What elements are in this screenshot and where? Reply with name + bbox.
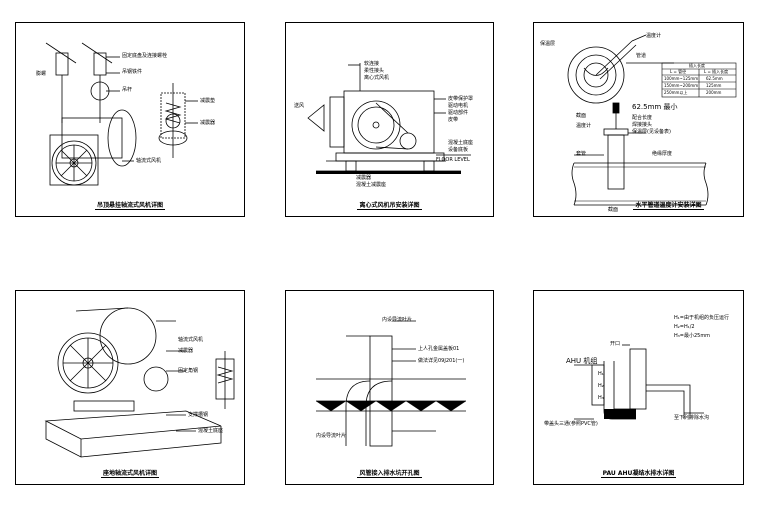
caption-condensate-drain: PAU AHU凝结水排水详图 [600,470,677,478]
label-reg: 套管 [576,151,587,157]
label-base: 驱动部件 [448,110,469,116]
label-note1: 配合长度 [632,115,653,121]
label-sleeve: 上人孔金属盖板01 [418,346,460,352]
panel-thermometer: 保温层 温度计 管道 插入长度 L = 管径 L = 插入长度 100mm~12… [533,22,744,217]
floor-axial-fan-drawing [44,307,235,458]
label-spring: 减震器 [200,120,216,126]
label-outlet: 送风 [294,103,305,109]
label-level: 设备底板 [448,147,469,153]
label-h3: H₃ [598,395,604,401]
panel-duct-opening: 内设导流叶片 上人孔金属盖板01 做法详见09J201(一) 内设导流叶片 风管… [285,290,494,485]
label-rod-right: 吊钢铁件 [122,69,143,75]
label-bracket: 支撑槽钢 [188,412,209,418]
label-drain: 至下列排除水沟 [674,415,710,421]
label-table-title: 插入长度 [689,63,705,68]
label-base: 混凝土底座 [198,428,224,434]
label-fan: 轴流式风机 [136,158,162,164]
label-bolt-cap: 固定底盘及连接螺栓 [122,53,168,59]
label-spring-top: 吊杆 [122,87,133,93]
label-ins-thick: 绝缘厚度 [652,151,673,157]
label-sensor: 温度计 [576,123,592,129]
label-dim: 62.5mm 最小 [632,103,678,111]
label-insulation: 保温层 [540,41,556,47]
label-fan: 轴流式风机 [178,337,204,343]
label-anchor: 固定角钢 [178,368,199,374]
condensate-drain-drawing [574,344,704,420]
caption-floor-axial-fan: 座地轴流式风机详图 [100,470,159,478]
label-floor: FLOOR LEVEL [436,157,470,163]
panel-centrifugal-fan: 软连接 柔性接头 离心式风机 送风 皮带保护罩 驱动电机 驱动部件 皮带 混凝土… [285,22,494,217]
label-table-r0c0: 100mm~125mm [664,76,699,81]
label-unit: AHU 机组 [566,357,598,365]
ceiling-axial-fan-drawing [45,42,198,186]
label-tee: 带盖头三通(参照PVC管) [544,421,598,427]
label-legend1: H₁=由于机组的负压运行 [674,315,729,321]
label-table-r2c1: 200mm [706,90,722,95]
panel-ceiling-axial-fan: 固定底盘及连接螺栓 膨螺 吊钢铁件 吊杆 减震垫 减震器 轴流式风机 吊顶悬挂轴… [15,22,245,217]
label-section-bottom: 截面 [608,207,619,213]
label-section-top: 截面 [576,113,587,119]
label-rod-left: 膨螺 [36,71,47,77]
label-table-r2c0: 250mm以上 [664,90,688,95]
label-table-h1: L = 插入长度 [704,69,729,74]
duct-opening-drawing [315,320,467,447]
label-sleeve: 焊接接头 [632,122,653,128]
label-table-r1c1: 125mm [706,83,722,88]
label-flange: 做法详见09J201(一) [418,358,465,364]
label-pad: 混凝土底座 [448,140,474,146]
panel-condensate-drain: H₁=由于机组的负压运行 H₂=H₁/2 H₃=最小25mm 开口 AHU 机组… [533,290,744,485]
label-motor: 驱动电机 [448,103,469,109]
label-vane-bottom: 内设导流叶片 [316,433,347,439]
caption-duct-opening: 风管接入排水坑开孔图 [357,470,422,478]
label-table-h0: L = 管径 [670,69,687,74]
label-inlet: 柔性接头 [364,68,385,74]
caption-thermometer: 水平管道温度计安装详图 [633,202,704,210]
label-guard: 皮带保护罩 [448,96,474,102]
label-legend2: H₂=H₁/2 [674,324,695,330]
label-table-r0c1: 62.5mm [706,76,723,81]
label-legend3: H₃=最小25mm [674,333,711,339]
panel-floor-axial-fan: 轴流式风机 减震器 固定角钢 支撑槽钢 混凝土底座 座地轴流式风机详图 [15,290,245,485]
thermometer-drawing [567,34,737,206]
caption-centrifugal-fan: 离心式风机吊安装详图 [357,202,422,210]
label-cap: 开口 [610,341,621,347]
centrifugal-fan-drawing [307,63,471,174]
label-h1: H₁ [598,371,604,377]
label-fan: 离心式风机 [364,75,390,81]
label-isolator: 减震器 [178,348,194,354]
label-thermo: 温度计 [646,33,662,39]
label-belt: 皮带 [448,117,459,123]
label-pipe: 管道 [636,53,647,59]
label-table-r1c0: 150mm~200mm [664,83,699,88]
label-note2: 保温层(见设备表) [632,129,671,135]
label-vane-top: 内设导流叶片 [382,317,413,323]
label-h2: H₂ [598,383,604,389]
caption-ceiling-axial-fan: 吊顶悬挂轴流式风机详图 [94,202,165,210]
label-isolator: 减震器 [356,175,372,181]
label-concrete: 混凝土减震座 [356,182,387,188]
label-frame: 软连接 [364,61,380,67]
label-isolator: 减震垫 [200,98,216,104]
